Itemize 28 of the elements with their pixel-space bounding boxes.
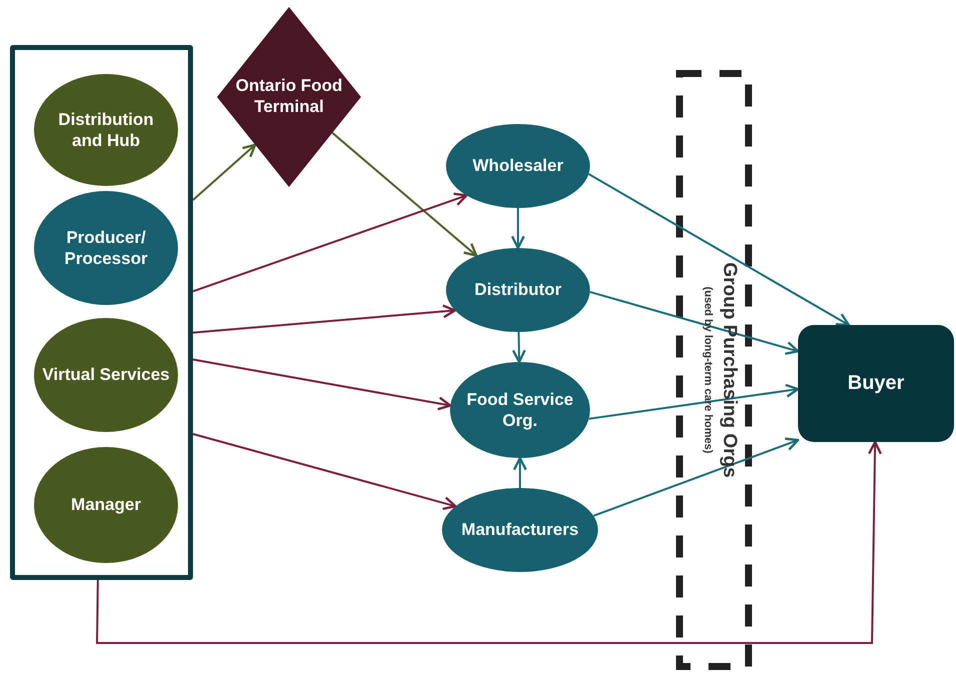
arrow: [332, 132, 478, 257]
group-note: (used by long-term care homes): [701, 286, 715, 454]
arrow: [511, 208, 525, 250]
arrow: [192, 433, 457, 510]
arrow: [192, 192, 468, 292]
node-label: Ontario Food Terminal: [234, 75, 344, 118]
node-label: Virtual Services: [42, 364, 170, 386]
node-label: Producer/ Processor: [63, 226, 149, 270]
arrow: [192, 358, 452, 410]
arrow: [512, 332, 526, 364]
group-panel: [10, 45, 193, 580]
node-label: Wholesaler: [472, 155, 564, 177]
group-title: Group Purchasing Orgs: [718, 262, 740, 478]
node-label: Buyer: [848, 371, 904, 396]
rounded-box: [798, 325, 954, 442]
arrow: [588, 384, 800, 420]
arrow: [96, 440, 882, 644]
arrow: [588, 173, 850, 326]
arrow: [590, 290, 800, 355]
node-label: Food Service Org.: [466, 388, 574, 432]
node-label: Distribution and Hub: [57, 108, 155, 152]
arrow: [192, 304, 456, 334]
arrow: [593, 438, 800, 517]
arrow: [513, 456, 527, 488]
node-label: Manager: [71, 494, 141, 516]
node-label: Distributor: [474, 279, 562, 301]
node-label: Manufacturers: [461, 519, 579, 541]
arrow: [192, 144, 256, 201]
